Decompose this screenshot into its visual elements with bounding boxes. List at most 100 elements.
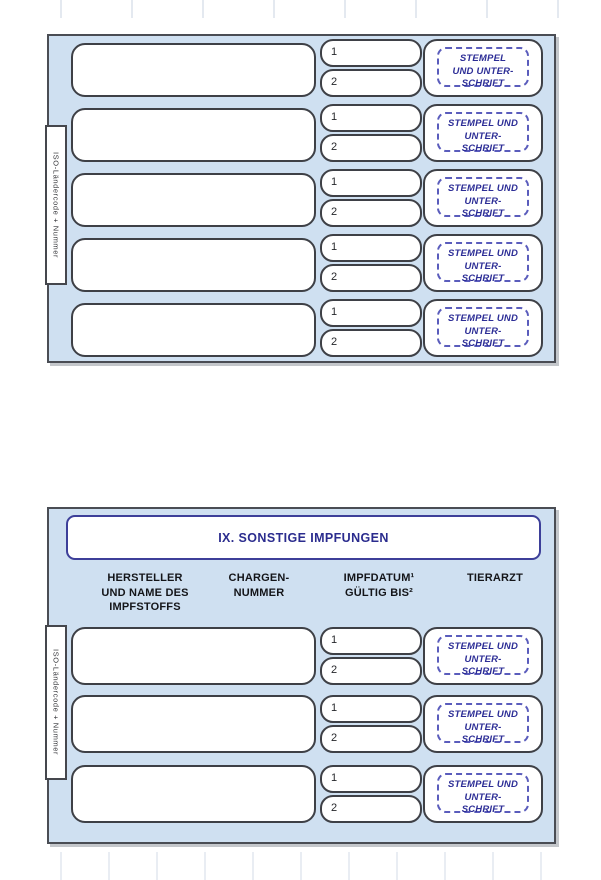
column-header-line: TIERARZT [467, 572, 523, 584]
vaccine-name-field[interactable] [71, 173, 316, 227]
field-number-label: 1 [331, 772, 338, 784]
vaccine-name-field[interactable] [71, 627, 316, 685]
valid-until-field[interactable]: 2 [320, 69, 422, 97]
valid-until-field[interactable]: 2 [320, 264, 422, 292]
valid-until-field[interactable]: 2 [320, 725, 422, 753]
valid-until-field[interactable]: 2 [320, 199, 422, 227]
valid-until-field[interactable]: 2 [320, 134, 422, 162]
date-fields: 1 2 [320, 234, 422, 294]
column-header-vaccination-date: IMPFDATUM¹ GÜLTIG BIS² [319, 571, 439, 600]
date-fields: 1 2 [320, 299, 422, 359]
page-edge-marks-bottom [38, 852, 568, 880]
stamp-signature-field[interactable]: STEMPEL UND UNTER- SCHRIFT [423, 627, 543, 685]
stamp-signature-field[interactable]: STEMPEL UND UNTER- SCHRIFT [423, 169, 543, 227]
stamp-text-line: STEMPEL UND [447, 779, 519, 790]
vaccine-name-field[interactable] [71, 695, 316, 753]
vaccination-date-field[interactable]: 1 [320, 765, 422, 793]
iso-code-label: ISO-Ländercode + Nummer [51, 151, 61, 259]
vaccination-date-field[interactable]: 1 [320, 627, 422, 655]
iso-code-tab-bottom: ISO-Ländercode + Nummer [45, 625, 67, 780]
section-title: IX. SONSTIGE IMPFUNGEN [218, 530, 389, 545]
field-number-label: 1 [331, 702, 338, 714]
field-number-label: 1 [331, 241, 338, 253]
stamp-dashed-outline: STEMPEL UND UNTER- SCHRIFT [437, 242, 529, 284]
stamp-signature-field[interactable]: STEMPEL UND UNTER- SCHRIFT [423, 765, 543, 823]
stamp-dashed-outline: STEMPEL UND UNTER- SCHRIFT [437, 307, 529, 349]
column-header-veterinarian: TIERARZT [435, 571, 555, 586]
column-header-line: UND NAME DES [101, 586, 189, 599]
page-edge-marks-top [26, 0, 586, 18]
vaccine-name-field[interactable] [71, 765, 316, 823]
field-number-label: 2 [331, 76, 338, 88]
field-number-label: 2 [331, 271, 338, 283]
column-header-line: HERSTELLER [107, 572, 183, 584]
stamp-text-line: STEMPEL UND [447, 183, 519, 194]
column-header-line: GÜLTIG BIS² [345, 586, 413, 599]
stamp-text-line: UNTER- [464, 260, 502, 272]
vaccination-row: 1 2 STEMPEL UND UNTER- SCHRIFT [71, 299, 543, 357]
stamp-dashed-outline: STEMPEL UND UNTER- SCHRIFT [437, 703, 529, 745]
stamp-dashed-outline: STEMPEL UND UNTER- SCHRIFT [437, 112, 529, 154]
stamp-text-line: SCHRIFT [461, 208, 505, 219]
vaccination-date-field[interactable]: 1 [320, 104, 422, 132]
stamp-signature-field[interactable]: STEMPEL UND UNTER- SCHRIFT [423, 104, 543, 162]
stamp-text-line: UND UNTER- [452, 65, 514, 77]
section-title-box: IX. SONSTIGE IMPFUNGEN [66, 515, 541, 560]
valid-until-field[interactable]: 2 [320, 329, 422, 357]
stamp-signature-field[interactable]: STEMPEL UND UNTER- SCHRIFT [423, 39, 543, 97]
field-number-label: 2 [331, 336, 338, 348]
vaccination-date-field[interactable]: 1 [320, 39, 422, 67]
column-header-line: CHARGEN- [228, 572, 290, 584]
stamp-text-line: STEMPEL UND [447, 118, 519, 129]
date-fields: 1 2 [320, 765, 422, 825]
field-number-label: 2 [331, 732, 338, 744]
vaccine-name-field[interactable] [71, 43, 316, 97]
valid-until-field[interactable]: 2 [320, 795, 422, 823]
vaccination-date-field[interactable]: 1 [320, 695, 422, 723]
vaccine-name-field[interactable] [71, 238, 316, 292]
date-fields: 1 2 [320, 104, 422, 164]
iso-code-label: ISO-Ländercode + Nummer [51, 649, 61, 756]
vaccination-row: 1 2 STEMPEL UND UNTER- SCHRIFT [71, 765, 543, 823]
stamp-text-line: STEMPEL [459, 53, 507, 64]
vaccination-row: 1 2 STEMPEL UND UNTER- SCHRIFT [71, 39, 543, 97]
vaccination-panel-other: IX. SONSTIGE IMPFUNGEN HERSTELLER UND NA… [45, 507, 556, 844]
vaccination-date-field[interactable]: 1 [320, 299, 422, 327]
field-number-label: 1 [331, 634, 338, 646]
stamp-text-line: UNTER- [464, 791, 502, 803]
stamp-text-line: UNTER- [464, 195, 502, 207]
iso-code-tab-top: ISO-Ländercode + Nummer [45, 125, 67, 285]
date-fields: 1 2 [320, 695, 422, 755]
stamp-text-line: STEMPEL UND [447, 709, 519, 720]
stamp-text-line: UNTER- [464, 653, 502, 665]
column-header-line: IMPFSTOFFS [109, 601, 181, 613]
stamp-dashed-outline: STEMPEL UND UNTER- SCHRIFT [437, 177, 529, 219]
stamp-signature-field[interactable]: STEMPEL UND UNTER- SCHRIFT [423, 234, 543, 292]
stamp-signature-field[interactable]: STEMPEL UND UNTER- SCHRIFT [423, 299, 543, 357]
date-fields: 1 2 [320, 169, 422, 229]
vaccination-date-field[interactable]: 1 [320, 169, 422, 197]
stamp-dashed-outline: STEMPEL UND UNTER- SCHRIFT [437, 773, 529, 815]
vaccination-row: 1 2 STEMPEL UND UNTER- SCHRIFT [71, 627, 543, 685]
field-number-label: 2 [331, 206, 338, 218]
column-header-line: IMPFDATUM¹ [343, 572, 415, 584]
stamp-dashed-outline: STEMPEL UND UNTER- SCHRIFT [437, 47, 529, 89]
stamp-text-line: SCHRIFT [461, 338, 505, 349]
valid-until-field[interactable]: 2 [320, 657, 422, 685]
field-number-label: 1 [331, 176, 338, 188]
field-number-label: 1 [331, 111, 338, 123]
vaccination-row: 1 2 STEMPEL UND UNTER- SCHRIFT [71, 695, 543, 753]
column-header-manufacturer: HERSTELLER UND NAME DES IMPFSTOFFS [75, 571, 215, 615]
stamp-text-line: STEMPEL UND [447, 248, 519, 259]
date-fields: 1 2 [320, 39, 422, 99]
stamp-text-line: STEMPEL UND [447, 313, 519, 324]
stamp-text-line: SCHRIFT [461, 273, 505, 284]
vaccination-row: 1 2 STEMPEL UND UNTER- SCHRIFT [71, 104, 543, 162]
vaccine-name-field[interactable] [71, 303, 316, 357]
vaccine-name-field[interactable] [71, 108, 316, 162]
vaccination-date-field[interactable]: 1 [320, 234, 422, 262]
stamp-text-line: STEMPEL UND [447, 641, 519, 652]
stamp-signature-field[interactable]: STEMPEL UND UNTER- SCHRIFT [423, 695, 543, 753]
stamp-text-line: SCHRIFT [461, 804, 505, 815]
